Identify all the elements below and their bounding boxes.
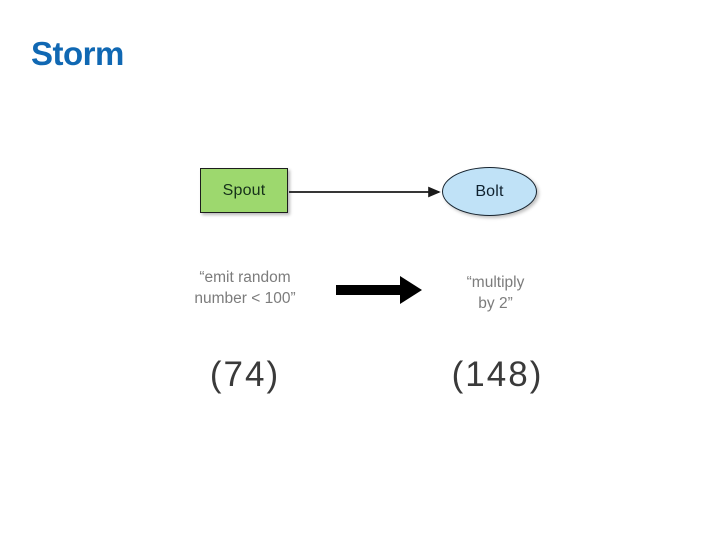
node-spout[interactable]: Spout [200, 168, 288, 213]
input-tuple-value: (74) [209, 355, 281, 394]
page-title: Storm [31, 35, 124, 72]
node-bolt[interactable]: Bolt [442, 167, 537, 216]
output-tuple-value: (148) [451, 355, 544, 394]
node-bolt-label: Bolt [475, 182, 504, 200]
node-spout-label: Spout [222, 181, 266, 199]
spout-caption: “emit random number < 100” [194, 269, 296, 307]
bolt-caption: “multiply by 2” [466, 274, 525, 312]
transform-arrow-icon [336, 276, 422, 304]
